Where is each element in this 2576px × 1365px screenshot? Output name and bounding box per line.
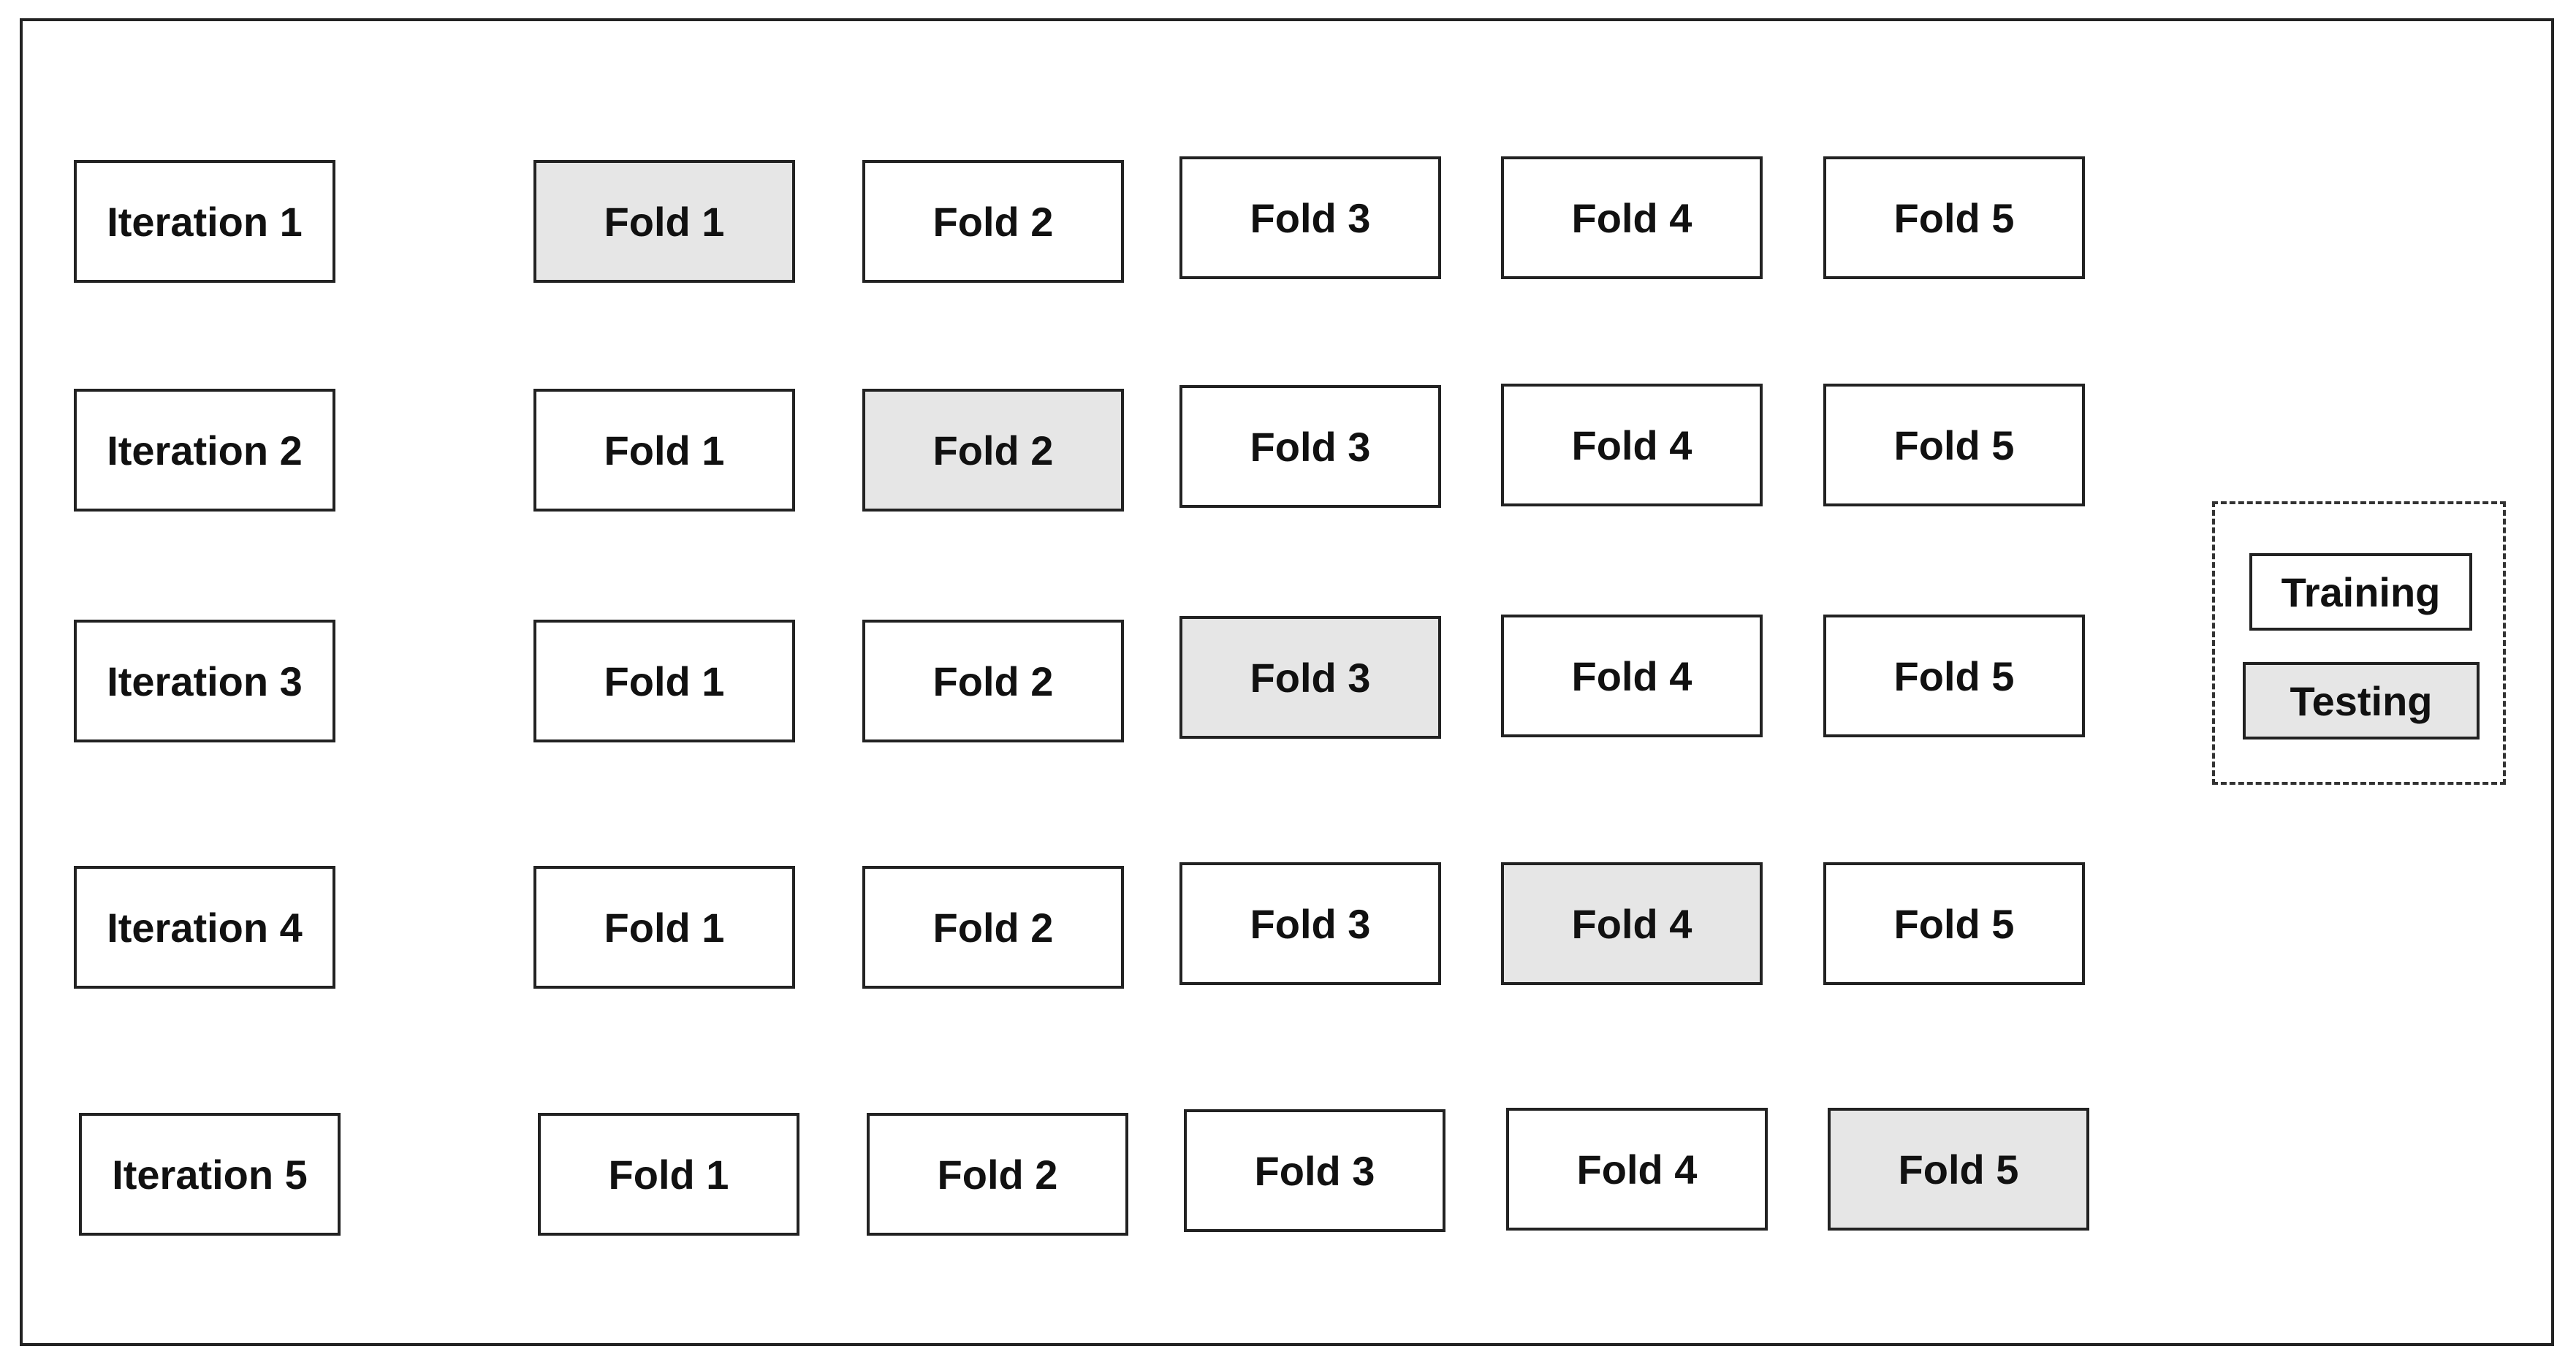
diagram-frame xyxy=(20,18,2554,1346)
iteration-2-fold-4: Fold 4 xyxy=(1501,384,1763,506)
iteration-3-fold-4: Fold 4 xyxy=(1501,615,1763,737)
iteration-2-fold-5: Fold 5 xyxy=(1823,384,2085,506)
iteration-1-fold-3: Fold 3 xyxy=(1179,156,1441,279)
iteration-3-fold-2: Fold 2 xyxy=(862,620,1124,742)
iteration-5-fold-1: Fold 1 xyxy=(538,1113,799,1236)
iteration-2-fold-1: Fold 1 xyxy=(533,389,795,512)
legend-testing: Testing xyxy=(2243,662,2480,739)
iteration-4-fold-2: Fold 2 xyxy=(862,866,1124,989)
iteration-3-fold-1: Fold 1 xyxy=(533,620,795,742)
iteration-2-fold-2: Fold 2 xyxy=(862,389,1124,512)
iteration-4-label: Iteration 4 xyxy=(74,866,335,989)
iteration-2-fold-3: Fold 3 xyxy=(1179,385,1441,508)
iteration-1-fold-1: Fold 1 xyxy=(533,160,795,283)
iteration-1-fold-2: Fold 2 xyxy=(862,160,1124,283)
legend: Training Testing xyxy=(2212,501,2506,785)
iteration-1-fold-5: Fold 5 xyxy=(1823,156,2085,279)
iteration-4-fold-4: Fold 4 xyxy=(1501,862,1763,985)
iteration-4-fold-3: Fold 3 xyxy=(1179,862,1441,985)
iteration-5-fold-2: Fold 2 xyxy=(867,1113,1128,1236)
iteration-3-label: Iteration 3 xyxy=(74,620,335,742)
iteration-3-fold-5: Fold 5 xyxy=(1823,615,2085,737)
iteration-5-fold-5: Fold 5 xyxy=(1828,1108,2089,1231)
iteration-3-fold-3: Fold 3 xyxy=(1179,616,1441,739)
iteration-1-fold-4: Fold 4 xyxy=(1501,156,1763,279)
iteration-4-fold-5: Fold 5 xyxy=(1823,862,2085,985)
legend-training: Training xyxy=(2249,553,2472,631)
iteration-5-fold-4: Fold 4 xyxy=(1506,1108,1768,1231)
iteration-4-fold-1: Fold 1 xyxy=(533,866,795,989)
iteration-1-label: Iteration 1 xyxy=(74,160,335,283)
iteration-5-fold-3: Fold 3 xyxy=(1184,1109,1445,1232)
iteration-5-label: Iteration 5 xyxy=(79,1113,341,1236)
iteration-2-label: Iteration 2 xyxy=(74,389,335,512)
